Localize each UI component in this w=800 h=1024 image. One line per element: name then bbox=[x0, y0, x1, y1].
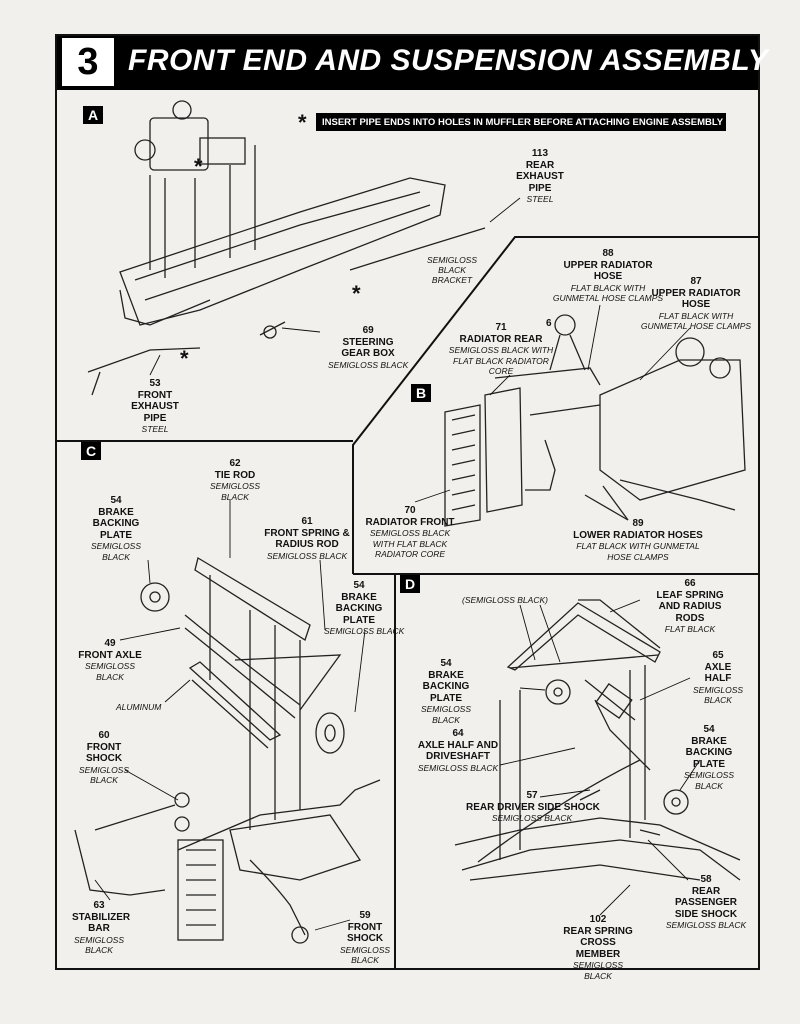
part-callout-54-c-left: 54 BRAKE BACKING PLATE SEMIGLOSS BLACK bbox=[90, 495, 142, 562]
part-callout-60: 60 FRONT SHOCK SEMIGLOSS BLACK bbox=[78, 730, 130, 786]
part-callout-62: 62 TIE ROD SEMIGLOSS BLACK bbox=[209, 458, 261, 502]
part-callout-87: 87 UPPER RADIATOR HOSE FLAT BLACK WITH G… bbox=[640, 276, 752, 332]
part-callout-69: 69 STEERING GEAR BOX SEMIGLOSS BLACK bbox=[328, 325, 409, 370]
section-label-d: D bbox=[400, 575, 420, 593]
divider-b-top bbox=[352, 236, 758, 574]
radiator-drawing-b bbox=[444, 314, 746, 527]
part-callout-113: 113 REAR EXHAUST PIPE STEEL bbox=[516, 148, 564, 204]
asterisk-marker-1: * bbox=[194, 154, 203, 179]
step-number: 3 bbox=[62, 38, 114, 86]
note-asterisk: * bbox=[298, 110, 307, 135]
part-callout-53: 53 FRONT EXHAUST PIPE STEEL bbox=[131, 378, 179, 434]
rear-suspension-drawing-d bbox=[454, 599, 741, 881]
page-frame bbox=[55, 34, 760, 970]
part-callout-63: 63 STABILIZER BAR SEMIGLOSS BLACK bbox=[72, 900, 131, 956]
part-callout-49: 49 FRONT AXLE SEMIGLOSS BLACK bbox=[78, 638, 142, 682]
section-label-c: C bbox=[81, 442, 101, 460]
semigloss-black-note: (SEMIGLOSS BLACK) bbox=[462, 595, 548, 605]
assembly-note: INSERT PIPE ENDS INTO HOLES IN MUFFLER B… bbox=[316, 113, 726, 131]
aluminum-color-note: ALUMINUM bbox=[116, 702, 162, 712]
page-title: FRONT END AND SUSPENSION ASSEMBLY bbox=[128, 44, 769, 77]
bracket-color-note: SEMIGLOSS BLACK BRACKET bbox=[426, 255, 478, 285]
frame-drawing-a bbox=[87, 100, 486, 396]
asterisk-marker-2: * bbox=[352, 281, 361, 306]
part-callout-70: 70 RADIATOR FRONT SEMIGLOSS BLACK WITH F… bbox=[365, 505, 455, 560]
section-label-b: B bbox=[411, 384, 431, 402]
part-callout-66: 66 LEAF SPRING AND RADIUS RODS FLAT BLAC… bbox=[656, 578, 724, 634]
part-callout-88: 88 UPPER RADIATOR HOSE FLAT BLACK WITH G… bbox=[552, 248, 664, 304]
part-callout-61: 61 FRONT SPRING & RADIUS ROD SEMIGLOSS B… bbox=[264, 516, 350, 561]
part-callout-65: 65 AXLE HALF SEMIGLOSS BLACK bbox=[693, 650, 744, 706]
asterisk-marker-3: * bbox=[180, 346, 189, 371]
title-bar bbox=[57, 36, 758, 90]
section-label-a: A bbox=[83, 106, 103, 124]
part-callout-57: 57 REAR DRIVER SIDE SHOCK SEMIGLOSS BLAC… bbox=[466, 790, 600, 823]
part-callout-64: 64 AXLE HALF AND DRIVESHAFT SEMIGLOSS BL… bbox=[417, 728, 499, 773]
part-callout-54-d-right: 54 BRAKE BACKING PLATE SEMIGLOSS BLACK bbox=[683, 724, 735, 791]
leader-lines bbox=[94, 197, 701, 931]
part-callout-102: 102 REAR SPRING CROSS MEMBER SEMIGLOSS B… bbox=[563, 914, 633, 981]
part-callout-89: 89 LOWER RADIATOR HOSES FLAT BLACK WITH … bbox=[573, 518, 703, 562]
front-suspension-drawing-c bbox=[74, 556, 381, 944]
part-callout-58: 58 REAR PASSENGER SIDE SHOCK SEMIGLOSS B… bbox=[665, 874, 747, 930]
part-callout-71: 71 RADIATOR REAR SEMIGLOSS BLACK WITH FL… bbox=[448, 322, 554, 377]
part-callout-6: 6 bbox=[546, 318, 552, 329]
part-callout-59: 59 FRONT SHOCK SEMIGLOSS BLACK bbox=[340, 910, 391, 966]
part-callout-54-d-left: 54 BRAKE BACKING PLATE SEMIGLOSS BLACK bbox=[420, 658, 472, 725]
part-callout-54-c-right: 54 BRAKE BACKING PLATE SEMIGLOSS BLACK bbox=[324, 580, 405, 636]
